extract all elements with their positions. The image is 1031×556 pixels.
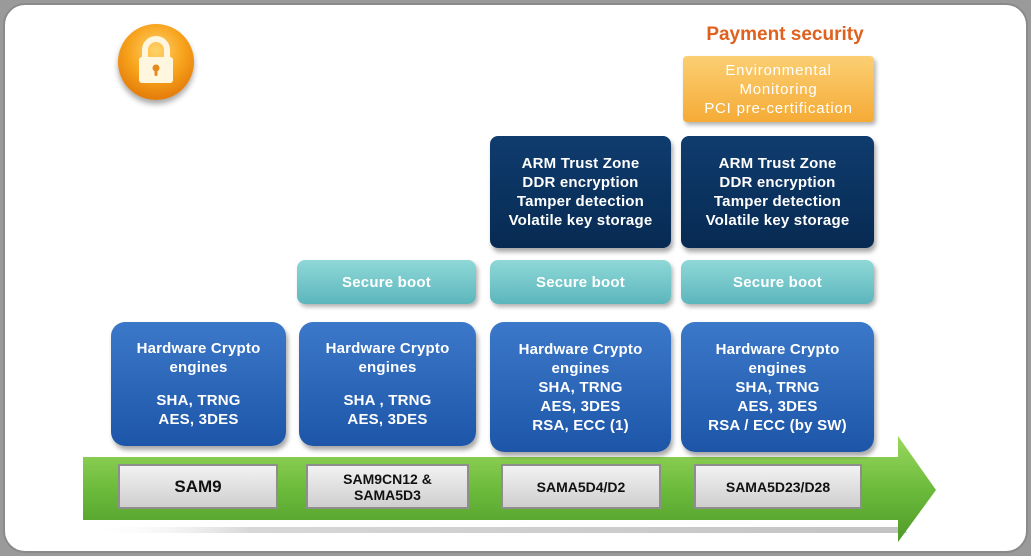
crypto-box-sama5d4: Hardware Crypto engines SHA, TRNG AES, 3… [490, 322, 671, 452]
crypto-gap [137, 377, 261, 391]
crypto-line: engines [358, 359, 417, 376]
secure-boot-box-sam9cn12: Secure boot [297, 260, 476, 304]
crypto-line: AES, 3DES [737, 397, 818, 415]
payment-security-title: Payment security [706, 24, 864, 45]
crypto-gap [326, 377, 450, 391]
crypto-line: AES, 3DES [347, 411, 428, 428]
crypto-line: SHA , TRNG [343, 392, 432, 409]
trust-line: Tamper detection [516, 193, 645, 210]
trust-line: ARM Trust Zone [521, 155, 640, 172]
trust-line: DDR encryption [522, 174, 639, 191]
chip-label-sam9cn12: SAM9CN12 & SAMA5D3 [306, 464, 469, 509]
crypto-line: engines [169, 359, 228, 376]
trust-line: Volatile key storage [705, 212, 850, 229]
chip-label-sama5d4: SAMA5D4/D2 [501, 464, 661, 509]
trust-line: Volatile key storage [508, 212, 653, 229]
payment-line: Monitoring [739, 80, 818, 98]
crypto-line: SHA, TRNG [735, 378, 820, 396]
diagram-frame: Payment security Environmental Monitorin… [3, 3, 1028, 553]
trust-line: ARM Trust Zone [718, 155, 837, 172]
secure-boot-box-sama5d4: Secure boot [490, 260, 671, 304]
chip-label-sama5d23: SAMA5D23/D28 [694, 464, 862, 509]
crypto-line: Hardware Crypto [715, 340, 840, 358]
padlock-icon [118, 24, 194, 100]
trust-line: DDR encryption [719, 174, 836, 191]
secure-boot-box-sama5d23: Secure boot [681, 260, 874, 304]
trust-zone-box-sama5d23: ARM Trust Zone DDR encryption Tamper det… [681, 136, 874, 248]
crypto-line: SHA, TRNG [538, 378, 623, 396]
crypto-line: engines [551, 359, 610, 377]
payment-line: PCI pre-certification [704, 99, 853, 117]
crypto-line: Hardware Crypto [325, 340, 450, 357]
crypto-box-sama5d23: Hardware Crypto engines SHA, TRNG AES, 3… [681, 322, 874, 452]
crypto-line: engines [748, 359, 807, 377]
chip-label-sam9: SAM9 [118, 464, 278, 509]
trust-zone-box-sama5d4: ARM Trust Zone DDR encryption Tamper det… [490, 136, 671, 248]
payment-security-box: Environmental Monitoring PCI pre-certifi… [683, 56, 874, 122]
crypto-box-sam9cn12: Hardware Crypto engines SHA , TRNG AES, … [299, 322, 476, 446]
trust-line: Tamper detection [713, 193, 842, 210]
crypto-line: Hardware Crypto [518, 340, 643, 358]
crypto-line: AES, 3DES [540, 397, 621, 415]
crypto-line: Hardware Crypto [136, 340, 261, 357]
crypto-line: AES, 3DES [158, 411, 239, 428]
crypto-line: RSA, ECC (1) [532, 416, 629, 434]
chip-label-line: SAMA5D3 [354, 486, 421, 503]
crypto-box-sam9: Hardware Crypto engines SHA, TRNG AES, 3… [111, 322, 286, 446]
chip-label-line: SAM9CN12 & [343, 470, 432, 487]
crypto-line: RSA / ECC (by SW) [708, 416, 847, 434]
crypto-line: SHA, TRNG [156, 392, 241, 409]
payment-line: Environmental [725, 61, 832, 79]
